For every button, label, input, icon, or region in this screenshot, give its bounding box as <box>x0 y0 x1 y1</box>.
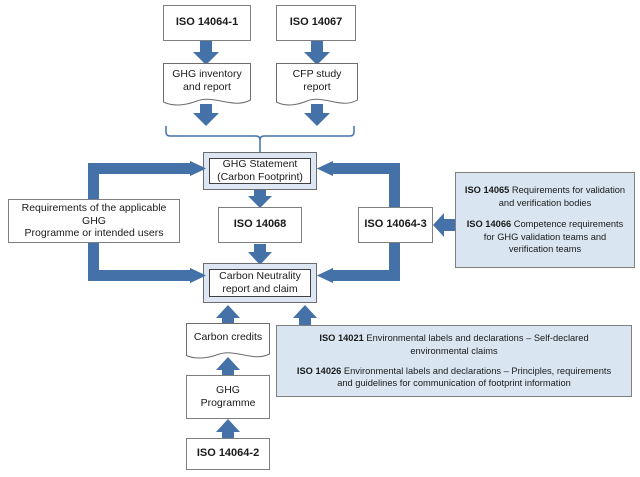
ghg-programme-line2: Programme <box>200 397 256 409</box>
panel-labels-entry-1: ISO 14026 Environmental labels and decla… <box>291 365 617 390</box>
ghg-programme-line1: GHG <box>216 384 240 397</box>
node-iso-14064-1-label: ISO 14064-1 <box>175 16 239 29</box>
panel-validation-entry-0: ISO 14065 Requirements for validation an… <box>464 184 626 209</box>
arrow-iso14064-2-to-ghg-programme <box>216 419 240 440</box>
node-iso-14068[interactable]: ISO 14068 <box>218 207 302 243</box>
node-iso-14067[interactable]: ISO 14067 <box>276 5 356 41</box>
panel-labels-entry-0-code: ISO 14021 <box>319 333 364 343</box>
ghg-inventory-line2: and report <box>183 81 231 93</box>
document-shape-icon <box>276 63 358 106</box>
arrow-validation-panel-to-iso14064-3 <box>433 213 455 237</box>
requirements-line1: Requirements of the applicable GHG <box>21 201 167 227</box>
node-ghg-inventory-label: GHG inventory and report <box>163 63 251 108</box>
node-carbon-neutrality-inner: Carbon Neutrality report and claim <box>209 269 311 297</box>
node-cfp-study-label: CFP study report <box>276 63 358 108</box>
arrow-carbon-credits-to-carbon-neutrality <box>216 305 240 326</box>
node-carbon-credits-document[interactable]: Carbon credits <box>186 323 270 361</box>
arrow-ghg-programme-to-carbon-credits <box>216 357 240 377</box>
panel-validation-entry-0-text: Requirements for validation and verifica… <box>498 185 626 208</box>
node-carbon-credits-label: Carbon credits <box>186 323 270 361</box>
arrow-cfp-study-to-brace <box>304 104 330 126</box>
document-shape-icon <box>163 63 251 106</box>
node-requirements[interactable]: Requirements of the applicable GHG Progr… <box>8 199 180 243</box>
node-iso-14064-3-label: ISO 14064-3 <box>364 218 427 231</box>
node-iso-14064-3[interactable]: ISO 14064-3 <box>358 207 433 243</box>
carbon-neutrality-line2: report and claim <box>222 283 298 295</box>
ghg-inventory-line1: GHG inventory <box>172 67 242 80</box>
requirements-line2: Programme or intended users <box>24 227 164 240</box>
brace-connector <box>165 126 355 152</box>
node-iso-14064-1[interactable]: ISO 14064-1 <box>163 5 251 41</box>
arrow-iso14068-to-carbon-neutrality <box>248 244 272 265</box>
arrow-ghg-inventory-to-brace <box>193 104 219 126</box>
ghg-statement-line1: GHG Statement <box>222 157 298 170</box>
node-carbon-neutrality[interactable]: Carbon Neutrality report and claim <box>203 263 317 303</box>
panel-labels-declarations[interactable]: ISO 14021 Environmental labels and decla… <box>276 325 632 397</box>
arrow-labels-panel-to-carbon-neutrality <box>293 305 317 326</box>
document-shape-icon <box>186 323 270 359</box>
panel-validation-verification[interactable]: ISO 14065 Requirements for validation an… <box>455 172 635 268</box>
panel-labels-entry-1-text: Environmental labels and declarations – … <box>337 365 612 389</box>
node-ghg-programme[interactable]: GHG Programme <box>186 375 270 419</box>
node-ghg-inventory-document[interactable]: GHG inventory and report <box>163 63 251 108</box>
cfp-study-line1: CFP study <box>292 67 342 80</box>
panel-labels-entry-0-text: Environmental labels and declarations – … <box>363 333 589 356</box>
node-cfp-study-document[interactable]: CFP study report <box>276 63 358 108</box>
cfp-study-line2: report <box>303 81 331 93</box>
carbon-neutrality-line1: Carbon Neutrality <box>219 269 301 282</box>
ghg-statement-line2: (Carbon Footprint) <box>217 171 303 183</box>
node-ghg-statement[interactable]: GHG Statement (Carbon Footprint) <box>203 152 317 190</box>
panel-validation-entry-1: ISO 14066 Competence requirements for GH… <box>464 218 626 256</box>
node-iso-14064-2[interactable]: ISO 14064-2 <box>186 438 270 470</box>
panel-labels-entry-1-code: ISO 14026 <box>296 365 342 376</box>
carbon-credits-text: Carbon credits <box>193 330 263 343</box>
node-iso-14067-label: ISO 14067 <box>289 16 343 29</box>
arrow-ghg-statement-to-iso14068 <box>248 189 272 208</box>
node-ghg-statement-inner: GHG Statement (Carbon Footprint) <box>209 158 311 184</box>
panel-validation-entry-1-code: ISO 14066 <box>466 219 512 230</box>
arrow-iso14067-to-cfp-study <box>304 41 330 65</box>
node-requirements-label: Requirements of the applicable GHG Progr… <box>9 202 179 240</box>
panel-validation-entry-1-text: Competence requirements for GHG validati… <box>483 219 624 255</box>
arrow-iso14064-1-to-ghg-inventory <box>193 41 219 65</box>
panel-validation-entry-0-code: ISO 14065 <box>464 185 510 196</box>
node-iso-14068-label: ISO 14068 <box>233 218 287 231</box>
node-iso-14064-2-label: ISO 14064-2 <box>196 447 260 460</box>
node-ghg-programme-label: GHG Programme <box>198 384 259 410</box>
panel-labels-entry-0: ISO 14021 Environmental labels and decla… <box>291 332 617 357</box>
